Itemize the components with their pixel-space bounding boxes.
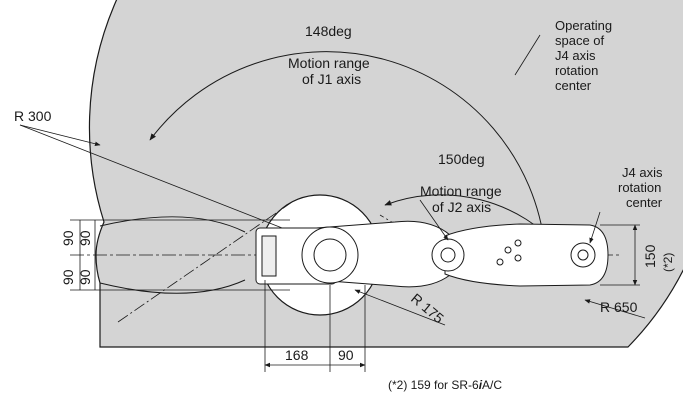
footnote: (*2) 159 for SR-6iA/C [388, 378, 502, 392]
j4-center-label-1: J4 axis [622, 165, 663, 180]
motion-j2-label-2: of J2 axis [432, 199, 491, 215]
footnote-prefix: (*2) 159 for SR-6 [388, 378, 479, 392]
motion-j2-leader [419, 199, 449, 241]
left-dimensions [70, 219, 290, 291]
angle-j2-label: 150deg [438, 151, 485, 167]
angle-j1-label: 148deg [305, 23, 352, 39]
dim-168: 168 [285, 347, 309, 363]
dim-150: 150 [642, 244, 658, 268]
operating-label-3: J4 axis [555, 48, 596, 63]
r300-arrow [19, 124, 101, 146]
r300-label: R 300 [14, 108, 52, 124]
j4-center-label-2: rotation [618, 180, 661, 195]
operating-label-5: center [555, 78, 592, 93]
dim-90-base: 90 [338, 347, 354, 363]
motion-j1-label-1: Motion range [288, 55, 370, 71]
j1-range-arc [149, 51, 548, 249]
robot-arm [255, 220, 609, 288]
dim-90-bottom-b: 90 [77, 269, 93, 285]
dim-90-top-b: 90 [77, 230, 93, 246]
j4-center-leader [589, 211, 601, 244]
footnote-suffix: A/C [482, 378, 502, 392]
dim-90-bottom: 90 [60, 269, 76, 285]
operating-label-1: Operating [555, 18, 612, 33]
motion-j1-label-2: of J1 axis [302, 71, 361, 87]
dim-90-top: 90 [60, 230, 76, 246]
operating-label-4: rotation [555, 63, 598, 78]
r175-leader [354, 289, 446, 326]
right-dimension [600, 224, 640, 286]
dim-note-ref: (*2) [661, 253, 675, 272]
motion-j2-label-1: Motion range [420, 183, 502, 199]
r650-leader [584, 299, 646, 319]
bottom-dimensions [264, 280, 366, 372]
j1-limit-line-left [117, 199, 296, 323]
operating-leader [514, 34, 541, 76]
operating-label-2: space of [555, 33, 605, 48]
r650-label: R 650 [600, 299, 638, 315]
j4-center-label-3: center [626, 195, 663, 210]
footnote-i: i [479, 378, 483, 392]
